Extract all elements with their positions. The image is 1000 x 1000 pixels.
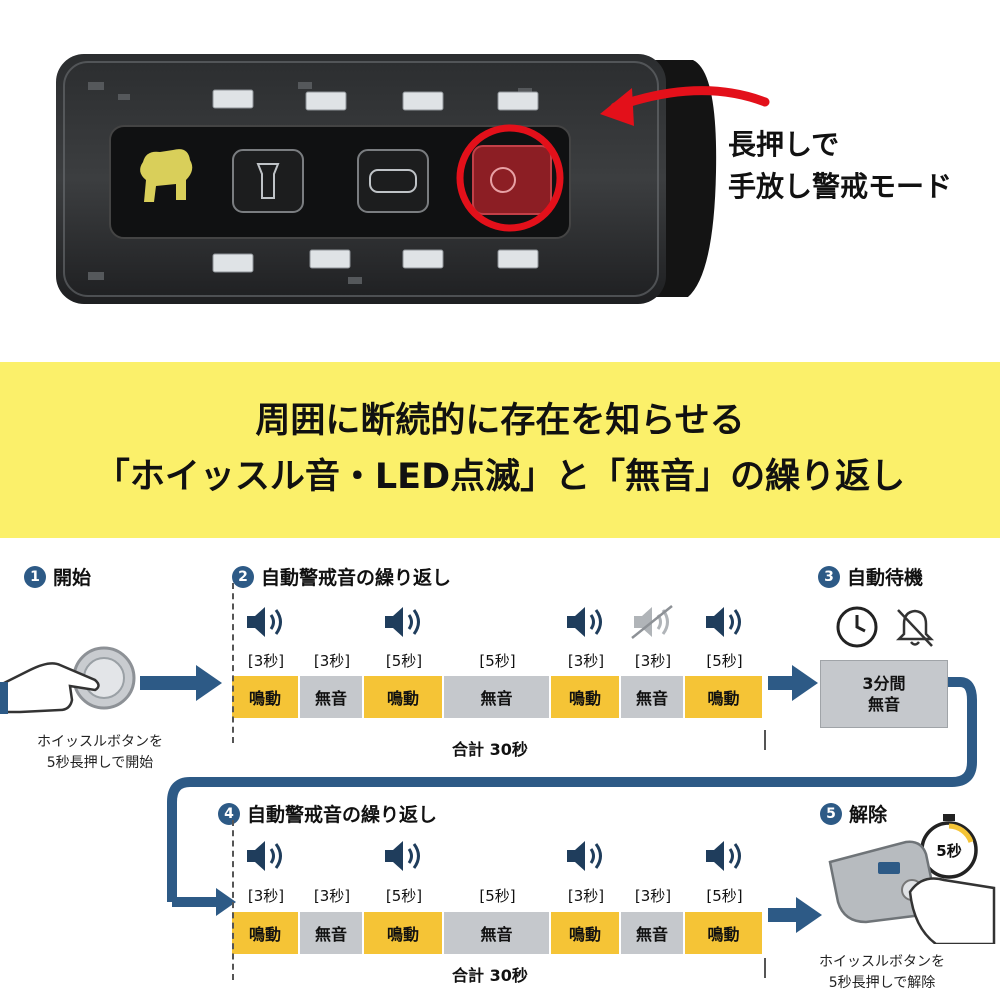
segment-silent: 無音 xyxy=(621,676,685,718)
step-number: 4 xyxy=(218,802,240,825)
total-label: 合計 30秒 xyxy=(452,966,528,985)
step-5-header: 5 解除 xyxy=(820,800,887,827)
wait-box-line-2: 無音 xyxy=(867,695,900,714)
segment-sound: 鳴動 xyxy=(685,912,764,954)
speaker-icon xyxy=(705,607,741,637)
step-4-header: 4 自動警戒音の繰り返し xyxy=(218,800,437,827)
segment-duration: [5秒] xyxy=(706,652,743,670)
step-number: 3 xyxy=(818,565,840,588)
speaker-icon xyxy=(705,841,741,871)
segment-duration: [3秒] xyxy=(567,652,605,670)
segment-duration: [5秒] xyxy=(479,887,516,905)
segment-sound: 鳴動 xyxy=(232,676,300,718)
headline-line-2: 「ホイッスル音・LED点滅」と「無音」の繰り返し xyxy=(94,457,906,497)
timeline-start-line xyxy=(232,583,234,743)
speaker-icon xyxy=(247,607,282,637)
segment-duration: [3秒] xyxy=(634,652,672,670)
release-caption-line-1: ホイッスルボタンを xyxy=(819,954,945,970)
segment-silent: 無音 xyxy=(444,912,551,954)
total-label: 合計 30秒 xyxy=(452,740,528,759)
segment-duration: [5秒] xyxy=(706,887,743,905)
segment-duration: [5秒] xyxy=(385,887,423,905)
segment-duration: [3秒] xyxy=(634,887,672,905)
headline-line-1: 周囲に断続的に存在を知らせる xyxy=(255,401,745,441)
timeline-end-line xyxy=(764,958,766,978)
segment-duration: [5秒] xyxy=(479,652,516,670)
segment-sound: 鳴動 xyxy=(551,912,621,954)
headline-band: 周囲に断続的に存在を知らせる 「ホイッスル音・LED点滅」と「無音」の繰り返し xyxy=(0,362,1000,538)
step-label: 解除 xyxy=(849,804,888,826)
step-number: 2 xyxy=(232,565,254,588)
segment-silent: 無音 xyxy=(300,912,364,954)
step-number: 1 xyxy=(24,565,46,588)
speaker-muted-icon xyxy=(631,605,673,639)
timeline-end-line xyxy=(764,730,766,750)
bell-muted-icon xyxy=(895,609,935,647)
segment-duration: [3秒] xyxy=(247,652,285,670)
step-3-header: 3 自動待機 xyxy=(818,563,923,590)
segment-sound: 鳴動 xyxy=(232,912,300,954)
step-label: 自動警戒音の繰り返し xyxy=(261,567,452,589)
segment-silent: 無音 xyxy=(444,676,551,718)
step-label: 開始 xyxy=(53,567,92,589)
segment-sound: 鳴動 xyxy=(364,912,444,954)
segment-silent: 無音 xyxy=(621,912,685,954)
flow-arrow-right xyxy=(140,665,222,701)
start-caption-line-2: 5秒長押しで開始 xyxy=(46,755,154,771)
flow-arrow-right xyxy=(768,897,822,933)
long-press-callout: 長押しで 手放し警戒モード xyxy=(728,124,952,208)
segment-duration: [3秒] xyxy=(567,887,605,905)
start-caption: ホイッスルボタンを 5秒長押しで開始 xyxy=(10,732,190,774)
segment-sound: 鳴動 xyxy=(364,676,444,718)
step-label: 自動警戒音の繰り返し xyxy=(247,804,438,826)
step-1-header: 1 開始 xyxy=(24,563,91,590)
callout-line-1: 長押しで xyxy=(728,128,840,161)
step-2-header: 2 自動警戒音の繰り返し xyxy=(232,563,451,590)
segment-duration: [3秒] xyxy=(313,652,351,670)
clock-icon xyxy=(836,606,878,648)
step-label: 自動待機 xyxy=(847,567,924,589)
step-number: 5 xyxy=(820,802,842,825)
whistle-hand-icon xyxy=(828,840,996,944)
segment-duration: [3秒] xyxy=(247,887,285,905)
hand-press-icon xyxy=(0,646,136,714)
segment-silent: 無音 xyxy=(300,676,364,718)
segment-sound: 鳴動 xyxy=(551,676,621,718)
flow-arrow-right xyxy=(768,665,818,701)
segment-sound: 鳴動 xyxy=(685,676,764,718)
start-caption-line-1: ホイッスルボタンを xyxy=(37,734,163,750)
speaker-icon xyxy=(385,607,420,637)
segment-duration: [3秒] xyxy=(313,887,351,905)
flow-connector xyxy=(167,677,977,916)
callout-arrow xyxy=(600,86,770,126)
segment-duration: [5秒] xyxy=(385,652,423,670)
stopwatch-label: 5秒 xyxy=(936,842,961,860)
speaker-icon xyxy=(567,607,602,637)
speaker-icon xyxy=(567,841,602,871)
speaker-icon xyxy=(247,841,282,871)
wait-box: 3分間 無音 xyxy=(820,660,948,728)
whistle-device-photo xyxy=(56,54,717,304)
release-caption: ホイッスルボタンを 5秒長押しで解除 xyxy=(792,952,972,994)
callout-line-2: 手放し警戒モード xyxy=(728,170,953,203)
speaker-icon xyxy=(385,841,420,871)
timeline-start-line xyxy=(232,820,234,980)
wait-box-line-1: 3分間 xyxy=(862,674,906,693)
release-caption-line-2: 5秒長押しで解除 xyxy=(828,975,936,991)
